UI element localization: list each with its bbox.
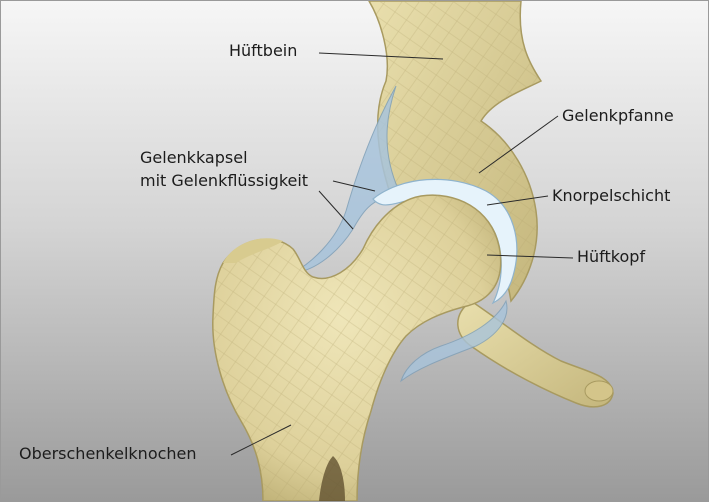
label-hueftkopf: Hüftkopf [577,247,645,267]
label-hueftbein: Hüftbein [229,41,297,61]
label-gelenkfluessigkeit: mit Gelenkflüssigkeit [140,171,308,191]
label-gelenkpfanne: Gelenkpfanne [562,106,674,126]
label-oberschenkelknochen: Oberschenkelknochen [19,444,197,464]
label-knorpelschicht: Knorpelschicht [552,186,670,206]
label-gelenkkapsel: Gelenkkapsel [140,148,248,168]
